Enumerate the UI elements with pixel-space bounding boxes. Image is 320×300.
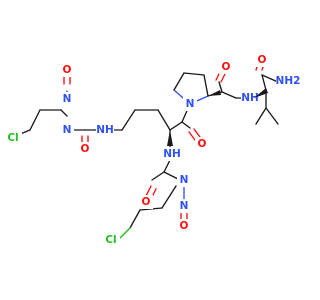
- bond: [181, 121, 191, 129]
- oxygen-atom-lys-carbonyl: O: [198, 138, 207, 150]
- bond: [255, 107, 267, 125]
- bond: [218, 81, 223, 93]
- bond: [169, 121, 183, 131]
- oxygen-atom-urea-top: O: [81, 143, 90, 155]
- bond: [173, 72, 185, 91]
- bond: [129, 209, 141, 229]
- bond: [261, 74, 279, 83]
- chlorine-atom-bottom: Cl: [105, 234, 116, 246]
- bond: [203, 74, 209, 97]
- structure-canvas: Cl Cl O O O O O O O N N N N N: [4, 53, 300, 247]
- oxygen-atom-urea-bottom: O: [142, 196, 151, 208]
- chlorine-atom-top: Cl: [7, 132, 18, 144]
- nitrogen-atom-nitroso-top: N: [63, 93, 72, 105]
- bond: [193, 128, 201, 138]
- bond: [121, 109, 136, 131]
- nitrogen-atom-nitroso-bottom: N: [180, 200, 189, 212]
- wedge-bond: [208, 90, 221, 96]
- bond: [265, 107, 279, 125]
- wedge-bond: [167, 130, 173, 146]
- bond: [161, 185, 177, 209]
- bond: [221, 91, 237, 99]
- stereo-wedges: [167, 88, 268, 146]
- molecule-diagram: Cl Cl O O O O O O O N N N N N: [4, 53, 300, 247]
- nitrogen-atom-urea-top: N: [63, 124, 72, 136]
- bond: [29, 109, 41, 131]
- bond: [188, 131, 196, 141]
- bond: [119, 227, 131, 239]
- bond: [183, 72, 205, 76]
- oxygen-atom-amide: O: [258, 54, 267, 66]
- bond: [60, 109, 68, 117]
- bond: [220, 73, 226, 83]
- nh-group-lys-side: NH: [96, 124, 114, 136]
- oxygen-atom-nitroso-top: O: [63, 64, 72, 76]
- bond: [145, 185, 152, 197]
- nh-group-val: NH: [241, 92, 259, 104]
- nitrogen-atom-urea-bottom: N: [180, 174, 189, 186]
- nitrogen-atom-proline-ring: N: [186, 98, 195, 110]
- bond: [157, 109, 171, 131]
- bond: [151, 171, 165, 181]
- bonds: [17, 63, 279, 239]
- nh2-group: NH2: [276, 75, 300, 87]
- nh-group-lys-alpha: NH: [163, 148, 181, 160]
- bond: [261, 74, 267, 91]
- oxygen-atom-nitroso-bottom: O: [180, 220, 189, 232]
- oxygen-atom-pro-carbonyl: O: [222, 61, 231, 73]
- atom-labels: Cl Cl O O O O O O O N N N N N: [4, 53, 300, 247]
- bond: [163, 159, 171, 173]
- wedge-bond: [254, 88, 268, 98]
